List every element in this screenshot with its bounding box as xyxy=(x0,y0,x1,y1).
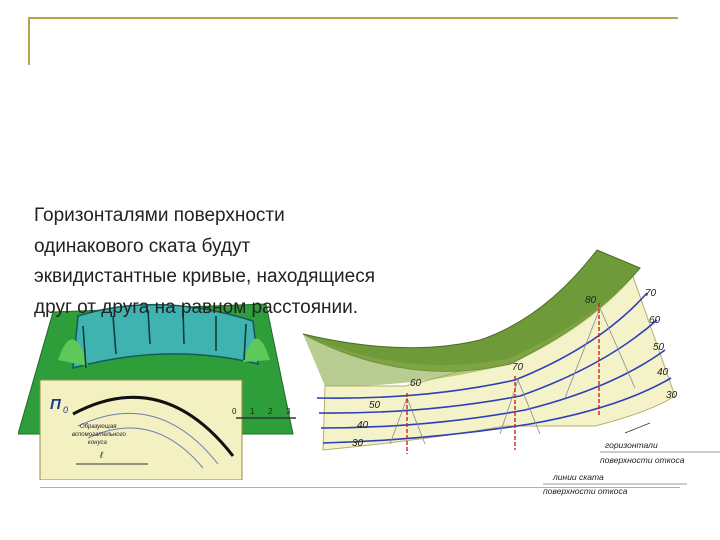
surface-edge xyxy=(303,268,640,387)
cone-surface xyxy=(72,303,259,370)
scale-number: 3 xyxy=(286,407,291,416)
footer-line xyxy=(40,487,680,488)
plane-label: П xyxy=(50,396,62,413)
body-text-line: Горизонталями поверхности xyxy=(34,205,285,226)
surface-mark: 80 xyxy=(585,295,597,306)
edge-mark: 70 xyxy=(645,288,657,299)
caption-horizontals: горизонтали xyxy=(605,440,658,450)
horizontal-line xyxy=(316,292,648,399)
body-text-line: эквидистантные кривые, находящиеся xyxy=(34,266,375,287)
caption-slope-lines: линии ската xyxy=(552,472,604,482)
inset-label: конуса xyxy=(88,440,107,446)
inset-label: Образующая xyxy=(80,424,117,430)
horizontal-line xyxy=(320,349,666,429)
equidistant-curves xyxy=(77,412,219,469)
body-text-line: друг от друга на равном расстоянии. xyxy=(34,296,359,318)
edge-mark: 50 xyxy=(369,400,381,411)
caption-horizontals: поверхности откоса xyxy=(600,455,685,465)
right-figure: 60 70 80 70 60 50 40 30 50 40 30 горизон… xyxy=(302,249,720,496)
left-figure: П 0 0 1 2 3 Образующая вспомогательного … xyxy=(18,303,296,480)
edge-mark: 30 xyxy=(352,438,364,449)
edge-mark: 30 xyxy=(666,390,678,401)
caption-leader xyxy=(624,422,651,434)
inset-label: ℓ xyxy=(99,450,103,460)
edge-mark: 40 xyxy=(357,420,369,431)
title-frame-left xyxy=(28,17,30,65)
edge-mark: 60 xyxy=(649,315,661,326)
left-cone-end xyxy=(58,339,88,366)
title-frame-top xyxy=(28,17,678,19)
surface-mark: 60 xyxy=(410,378,422,389)
construction-inset xyxy=(39,379,243,480)
surface-mark: 70 xyxy=(512,362,524,373)
horizontal-line xyxy=(322,377,672,444)
auxiliary-cone xyxy=(389,307,636,445)
caption-slope-lines: поверхности откоса xyxy=(543,486,628,496)
scale-number: 2 xyxy=(268,407,273,416)
plane-label-subscript: 0 xyxy=(63,405,68,415)
horizontal-line xyxy=(318,319,658,414)
surface-rulings xyxy=(82,309,247,369)
right-cone-end xyxy=(243,338,270,362)
director-curve xyxy=(72,395,235,457)
body-text: Горизонталями поверхности одинакового ск… xyxy=(34,201,494,323)
scale-number: 1 xyxy=(250,407,255,416)
scale-number: 0 xyxy=(232,407,237,416)
inset-label: вспомогательного xyxy=(72,432,127,438)
body-text-line: одинакового ската будут xyxy=(34,235,251,257)
edge-mark: 40 xyxy=(657,367,669,378)
edge-mark: 50 xyxy=(653,342,665,353)
